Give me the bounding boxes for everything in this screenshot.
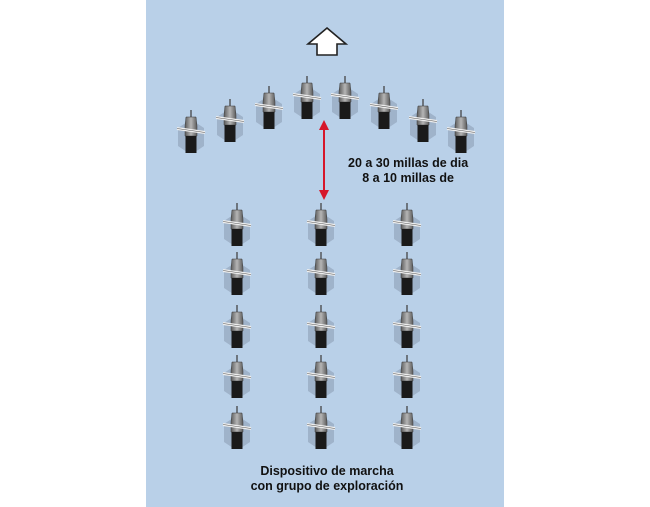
- caption-line-2: con grupo de exploración: [250, 479, 404, 493]
- ship-icon: [214, 97, 246, 144]
- distance-label-day: 20 a 30 millas de dia: [348, 156, 469, 170]
- ship-icon: [291, 74, 323, 121]
- ship-icon: [305, 353, 337, 400]
- ship-icon: [221, 353, 253, 400]
- distance-label: 20 a 30 millas de dia 8 a 10 millas de: [348, 156, 468, 186]
- ship-icon: [391, 404, 423, 451]
- distance-arrow: [319, 120, 329, 200]
- caption-line-1: Dispositivo de marcha: [260, 464, 394, 478]
- distance-label-night: 8 a 10 millas de: [362, 171, 454, 185]
- ship-icon: [305, 303, 337, 350]
- ship-icon: [391, 353, 423, 400]
- ship-icon: [221, 250, 253, 297]
- ship-icon: [253, 84, 285, 131]
- ship-icon: [305, 404, 337, 451]
- scout-group: [175, 74, 477, 155]
- ship-icon: [305, 201, 337, 248]
- ship-icon: [391, 303, 423, 350]
- ship-icon: [407, 97, 439, 144]
- direction-arrow-icon: [305, 26, 349, 56]
- ship-icon: [175, 108, 207, 155]
- ship-icon: [221, 201, 253, 248]
- ship-icon: [305, 250, 337, 297]
- ship-icon: [445, 108, 477, 155]
- ship-icon: [221, 404, 253, 451]
- main-formation: [221, 201, 423, 451]
- ship-icon: [391, 201, 423, 248]
- ship-icon: [368, 84, 400, 131]
- diagram-caption: Dispositivo de marcha con grupo de explo…: [232, 464, 422, 494]
- ship-icon: [391, 250, 423, 297]
- ship-icon: [329, 74, 361, 121]
- ship-icon: [221, 303, 253, 350]
